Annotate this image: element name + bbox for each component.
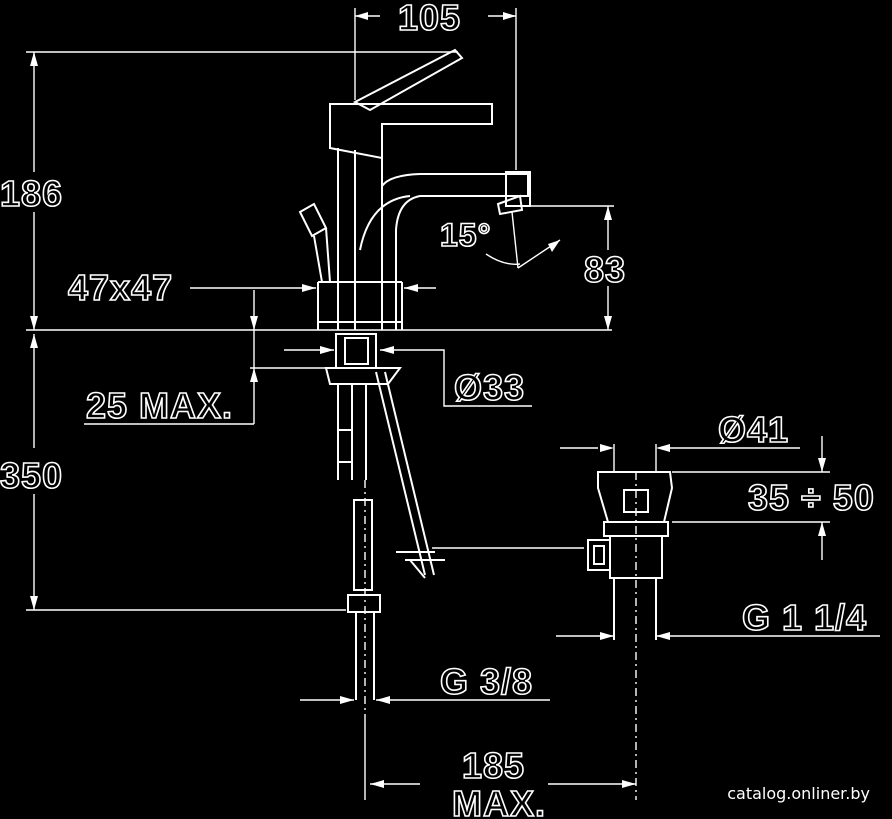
faucet-outline xyxy=(298,48,531,330)
under-deck-parts xyxy=(324,333,445,720)
dim-spout-reach: 105 xyxy=(398,0,461,38)
dim-deck-thickness: 25 MAX. xyxy=(86,385,233,426)
waste-assembly xyxy=(432,471,674,800)
source-credit: catalog.onliner.by xyxy=(727,784,870,803)
dim-base-size: 47x47 xyxy=(68,267,173,308)
dimension-lines xyxy=(26,8,880,800)
dim-hole-diameter: Ø33 xyxy=(454,367,525,408)
dim-waste-thread: G 1 1/4 xyxy=(742,597,867,638)
dim-rod-length-note: MAX. xyxy=(452,783,546,819)
dim-waste-diameter: Ø41 xyxy=(718,409,789,450)
dim-spout-height: 83 xyxy=(584,249,626,290)
dim-hose-length: 350 xyxy=(0,455,63,496)
dim-waste-range: 35 ÷ 50 xyxy=(748,477,875,518)
dim-rod-length-value: 185 xyxy=(462,745,525,786)
dim-total-height: 186 xyxy=(0,173,63,214)
dim-supply-thread: G 3/8 xyxy=(440,661,533,702)
dim-spout-angle: 15° xyxy=(440,217,491,253)
